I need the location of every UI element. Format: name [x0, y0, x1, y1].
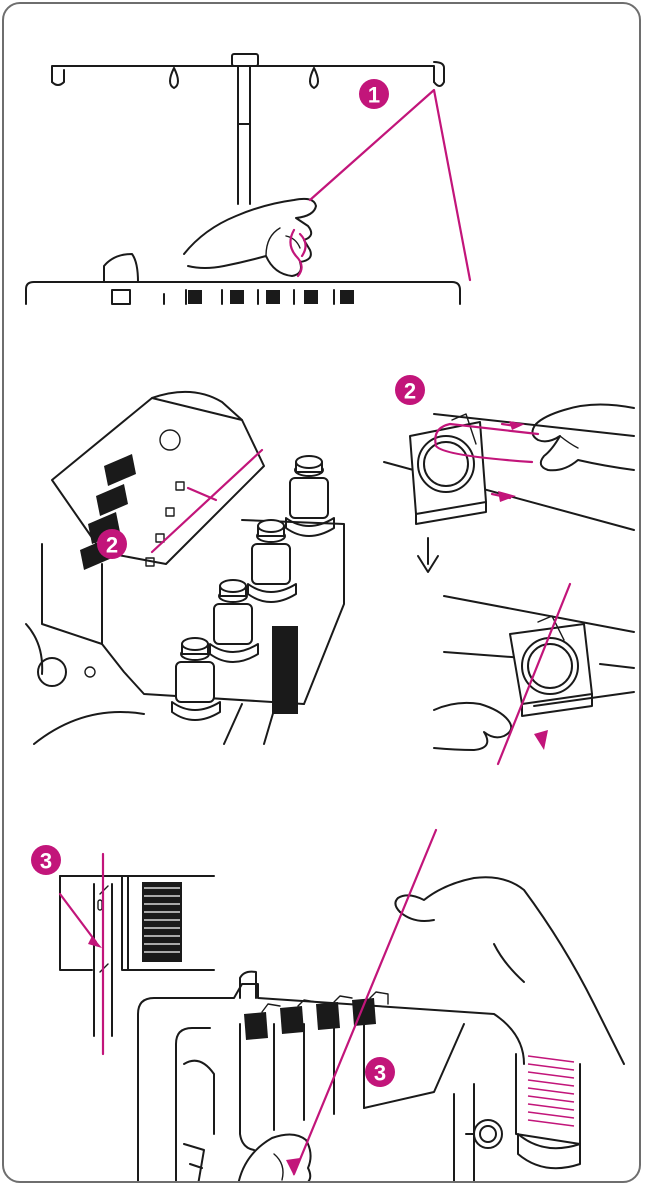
step-badge-2-left-label: 2 [106, 533, 118, 558]
spool-icon [171, 637, 221, 721]
tension-dials-left [80, 454, 136, 570]
thread-stand-panel: 1 [25, 53, 472, 305]
arrow-down-icon [417, 537, 439, 573]
thread-path-1 [308, 88, 472, 282]
step-badge-2-right [395, 375, 425, 405]
hand-icon [433, 701, 513, 751]
hand-icon [237, 1133, 312, 1181]
step-badge-1 [359, 79, 389, 109]
spool-icon [209, 579, 259, 663]
machine-top-outline [25, 281, 461, 305]
pointer-line [58, 892, 98, 944]
spool-icon [515, 1053, 581, 1170]
tension-dials-front [244, 998, 376, 1040]
spool-icon [285, 455, 335, 537]
thread-guide-hook-right [309, 67, 319, 89]
machine-perspective-panel: 2 [25, 390, 345, 745]
step-badge-2-left [97, 529, 127, 559]
step-badge-3-left [31, 845, 61, 875]
hand-icon [183, 197, 317, 277]
step-badge-1-label: 1 [368, 83, 380, 108]
thread-stand-pole [237, 65, 251, 205]
thread-path-3 [292, 828, 438, 1176]
guide-closeup-panel: 3 [31, 845, 215, 1056]
machine-front-panel: 3 [137, 828, 625, 1181]
thread-path-2-left [150, 448, 264, 554]
threading-diagram: 1 [25, 53, 635, 1181]
hand-icon [394, 876, 625, 1065]
thread-path-2-right [434, 422, 540, 464]
hand-icon [531, 403, 635, 472]
step-badge-3-left-label: 3 [40, 849, 52, 874]
step-badge-3-right-label: 3 [374, 1061, 386, 1086]
machine-body-outline [137, 983, 525, 1181]
spool-icon [247, 519, 297, 603]
step-badge-2-right-label: 2 [404, 379, 416, 404]
tension-dial-row [188, 290, 354, 304]
thread-guide-hook-left [169, 67, 179, 89]
tension-detail-panel: 2 [383, 375, 635, 766]
step-badge-3-right [365, 1057, 395, 1087]
